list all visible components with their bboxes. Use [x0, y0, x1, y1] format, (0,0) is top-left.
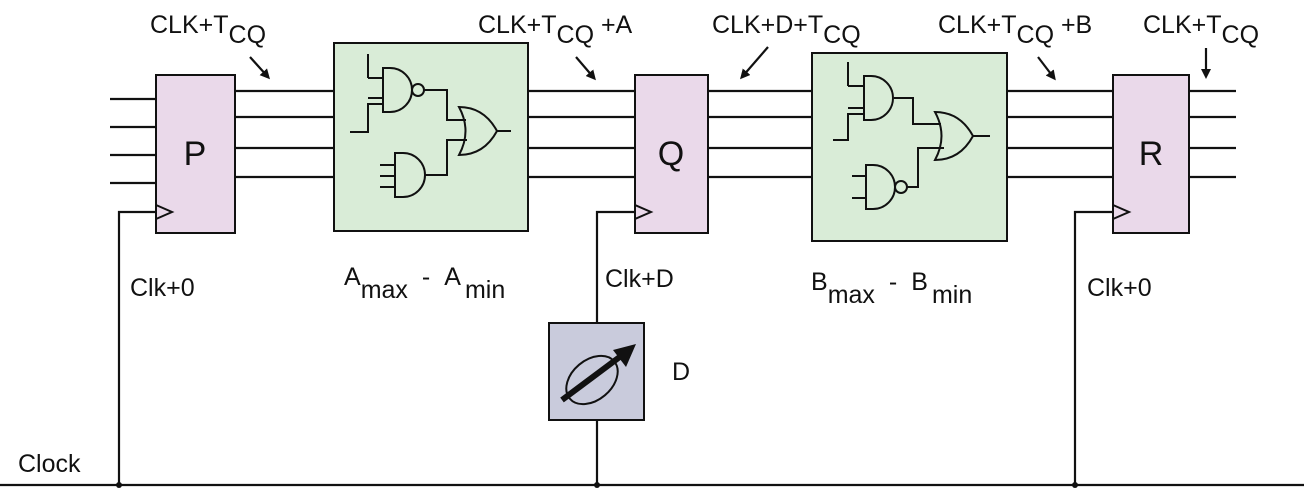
register-p-label: P — [184, 135, 207, 173]
and-gate-icon — [833, 62, 894, 141]
timing-arrow-after-p — [249, 56, 271, 80]
register-q: Q — [634, 74, 709, 234]
register-r-label: R — [1139, 135, 1164, 173]
delay-label: D — [672, 358, 690, 386]
clock-line-q-upper — [595, 210, 635, 323]
clock-label-p: Clk+0 — [130, 274, 195, 302]
bus-p-to-a — [235, 89, 334, 179]
logic-block-b — [811, 52, 1008, 242]
register-q-label: Q — [658, 135, 684, 173]
bus-q-to-b — [708, 89, 812, 179]
timing-label-after-q: CLK+D+TCQ — [712, 11, 861, 49]
timing-arrow-before-q — [575, 56, 596, 81]
timing-arrow-after-q — [740, 46, 769, 80]
or-gate-icon — [894, 97, 990, 162]
bus-a-to-q — [528, 89, 635, 179]
clock-line-p — [117, 210, 156, 485]
output-wires — [1189, 89, 1236, 179]
timing-label-before-q: CLK+TCQ +A — [478, 11, 633, 49]
clock-label-q: Clk+D — [605, 265, 674, 293]
input-wires — [110, 97, 156, 185]
timing-label-before-r: CLK+TCQ +B — [938, 11, 1092, 49]
timing-label-after-r: CLK+TCQ — [1143, 11, 1259, 49]
logic-block-a — [333, 42, 529, 232]
or-gate-icon — [424, 89, 511, 157]
register-p: P — [155, 74, 236, 234]
and-gate-icon — [380, 139, 467, 198]
timing-arrow-before-r — [1037, 56, 1056, 81]
register-r: R — [1112, 74, 1190, 234]
nand-gate-icon — [852, 147, 944, 210]
timing-label-after-p: CLK+TCQ — [150, 11, 266, 49]
clock-bus-label: Clock — [18, 450, 81, 478]
bus-b-to-r — [1007, 89, 1113, 179]
delay-element — [548, 322, 645, 421]
clock-line-r — [1073, 210, 1113, 485]
clock-label-r: Clk+0 — [1087, 274, 1152, 302]
